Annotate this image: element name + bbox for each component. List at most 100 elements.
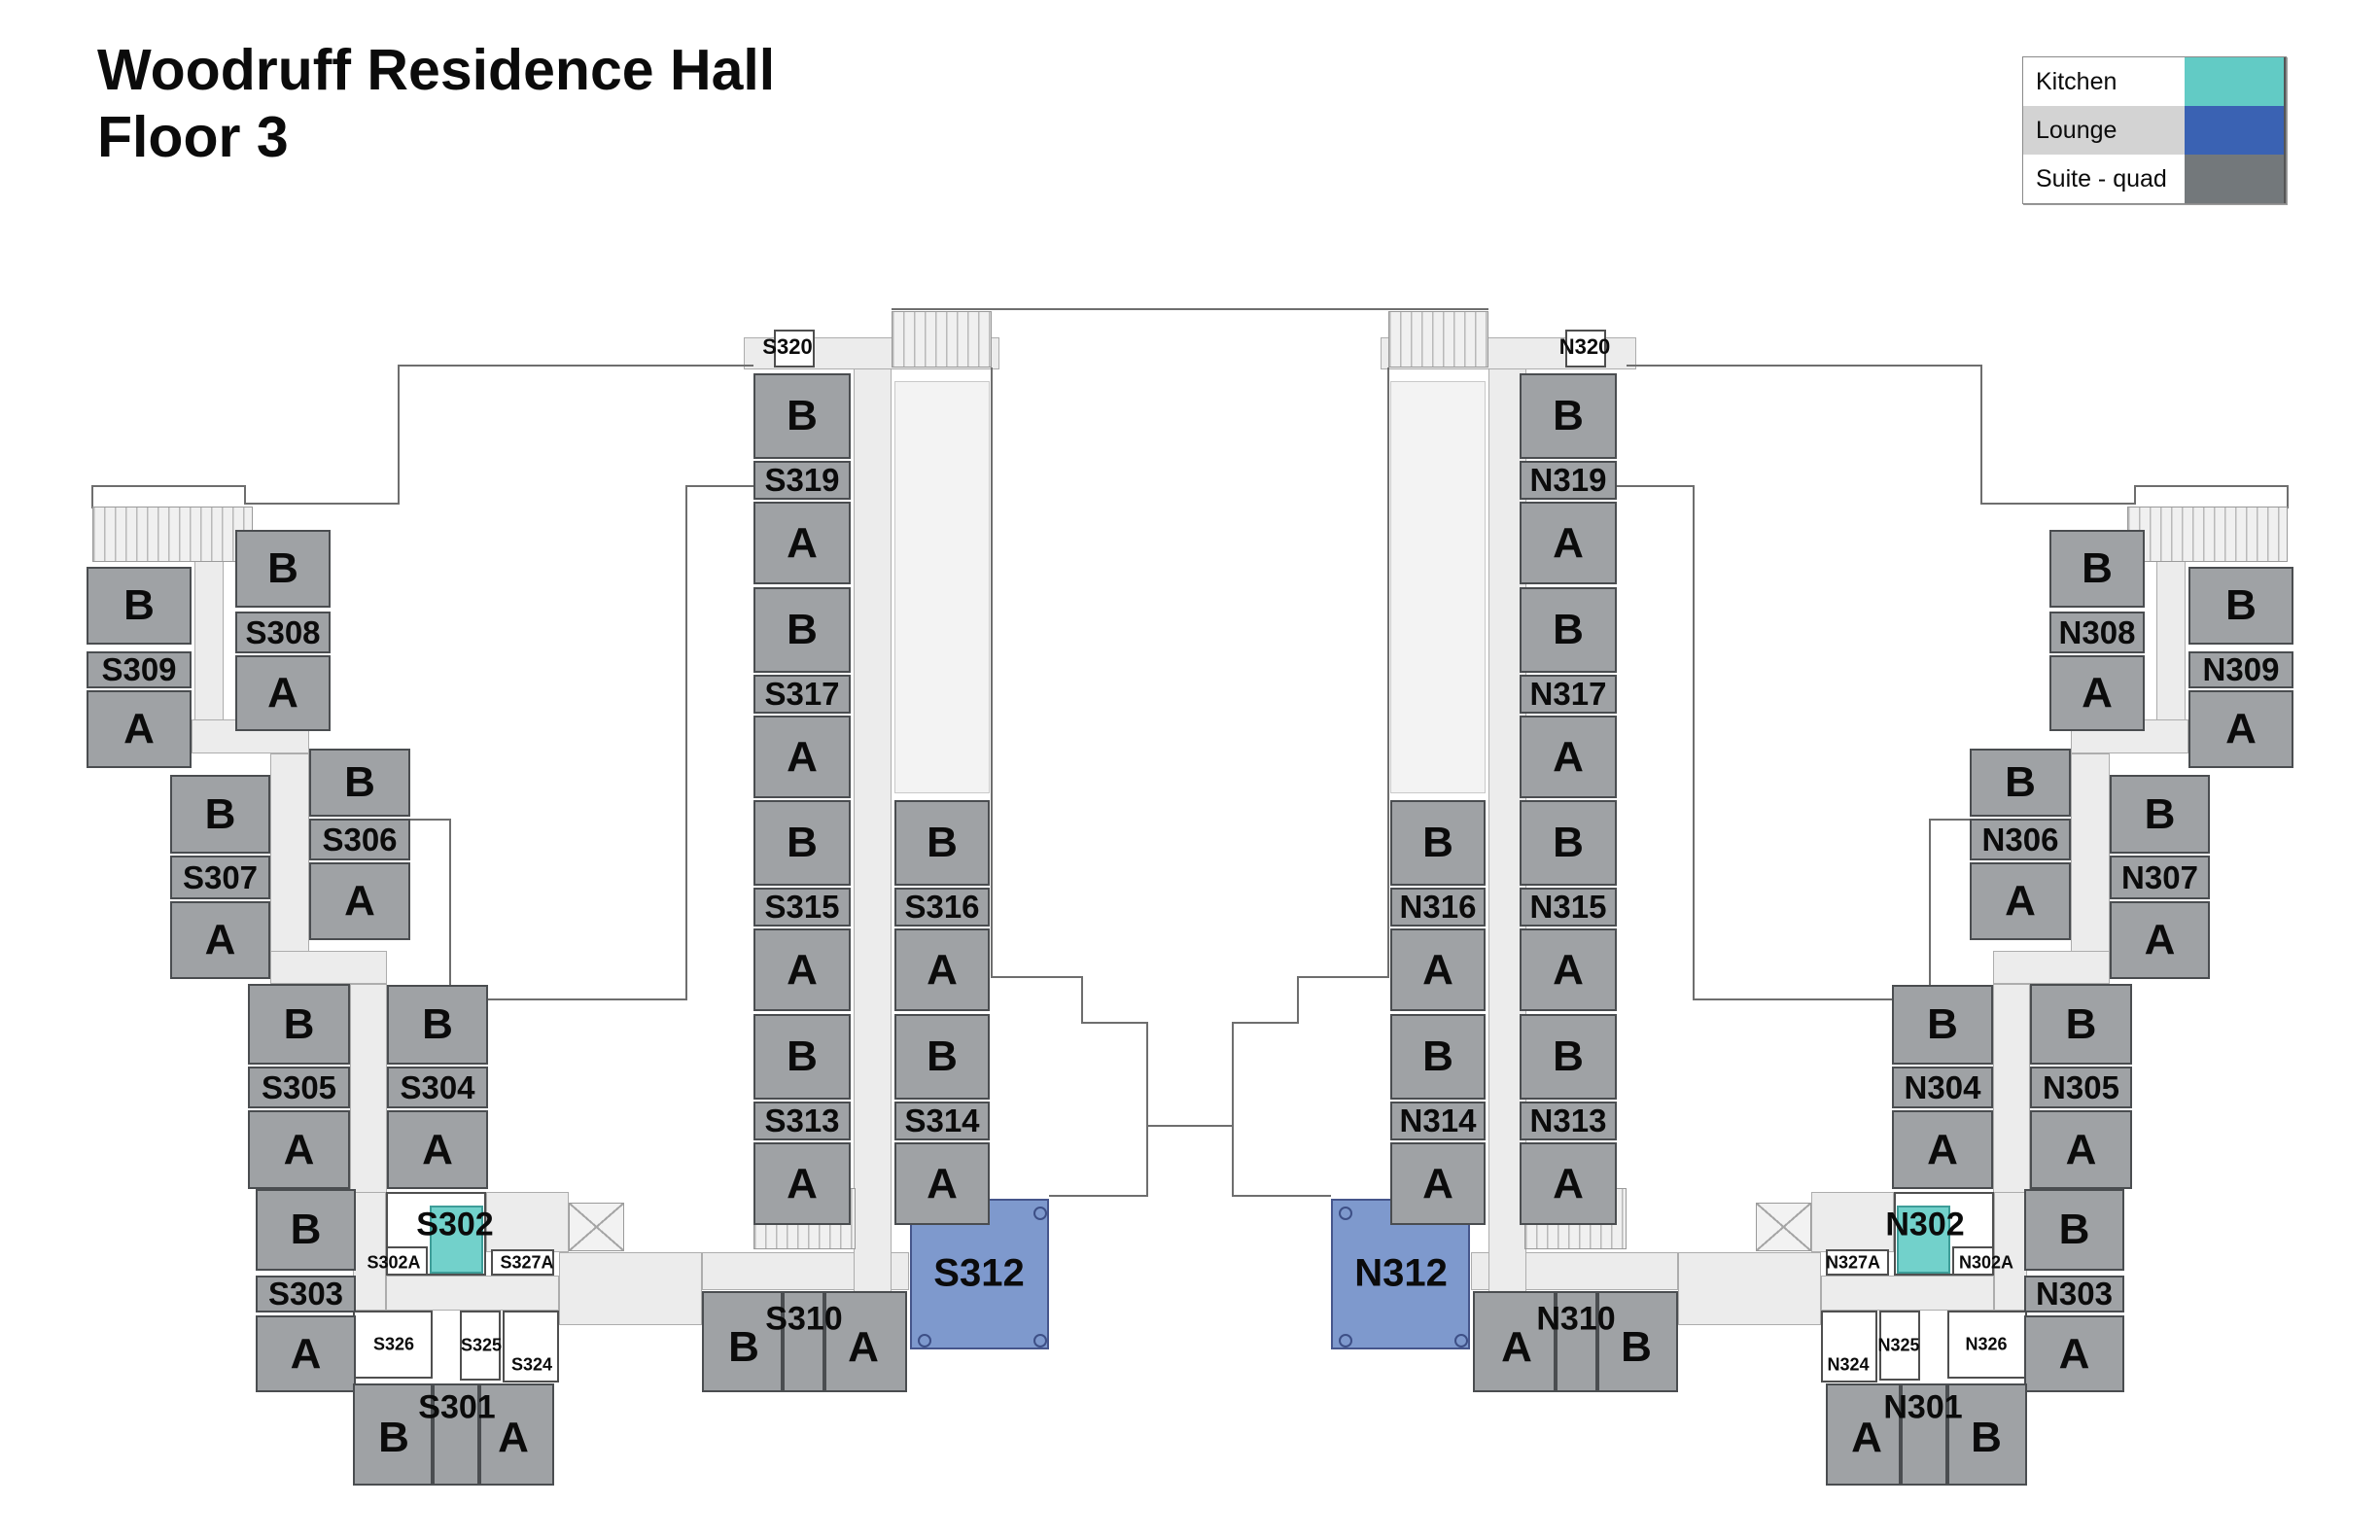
room-S316-B: B [894, 800, 990, 886]
room-N306-A: A [1970, 862, 2071, 940]
label-S312: S312 [933, 1251, 1025, 1295]
suite-label-N313: N313 [1520, 1102, 1617, 1140]
room-N304-B: B [1892, 985, 1993, 1065]
room-S310-core [783, 1291, 824, 1392]
room-N316-B: B [1390, 800, 1486, 886]
room-S316-A: A [894, 928, 990, 1011]
room-S315-B: B [753, 800, 851, 886]
label-S327A: S327A [500, 1252, 554, 1273]
room-N314-A: A [1390, 1142, 1486, 1225]
suite-label-S308: S308 [235, 612, 331, 653]
room-S309-B: B [87, 567, 192, 645]
suite-label-S314: S314 [894, 1102, 990, 1140]
room-S308-A: A [235, 655, 331, 731]
room-N305-B: B [2030, 984, 2132, 1065]
corridor-sw-5 [350, 984, 387, 1194]
label-N302: N302 [1885, 1206, 1965, 1243]
room-N303-B: B [2024, 1189, 2124, 1271]
room-S319-B: B [753, 373, 851, 459]
room-N315-A: A [1520, 928, 1617, 1011]
room-S302 [430, 1206, 483, 1274]
room-S324 [503, 1311, 559, 1382]
room-N313-A: A [1520, 1142, 1617, 1225]
label-N301: N301 [1883, 1388, 1963, 1426]
room-S301-core [433, 1383, 479, 1486]
room-S309-A: A [87, 690, 192, 768]
corridor-sw-6 [353, 1192, 386, 1311]
room-N315-B: B [1520, 800, 1617, 886]
suite-label-S315: S315 [753, 888, 851, 927]
label-S301: S301 [418, 1388, 496, 1426]
room-S310-A [824, 1291, 907, 1392]
column-dot [1033, 1207, 1047, 1220]
room-N307-A: A [2110, 901, 2210, 979]
label-S302A: S302A [367, 1252, 421, 1273]
stair-n-top [1388, 311, 1488, 368]
room-S305-A: A [248, 1110, 350, 1189]
room-N313-B: B [1520, 1014, 1617, 1100]
legend-row-0: Kitchen [2023, 57, 2286, 106]
suite-label-N316: N316 [1390, 888, 1486, 927]
room-N301-A [1826, 1383, 1901, 1486]
room-S314-B: B [894, 1014, 990, 1100]
title-line1: Woodruff Residence Hall [97, 38, 776, 102]
title-line2: Floor 3 [97, 105, 289, 170]
suite-label-S305: S305 [248, 1067, 350, 1108]
corridor-sw-4 [270, 951, 387, 984]
room-S306-A: A [309, 862, 410, 940]
corridor-sw-7 [486, 1192, 569, 1252]
outline-n-wing-inner [1617, 485, 1970, 1000]
room-S303-B: B [256, 1189, 356, 1271]
room-N302 [1897, 1206, 1950, 1274]
suite-label-S304: S304 [387, 1067, 488, 1108]
stair-s-top [892, 311, 992, 368]
outline-s-lounge-frame [1049, 1126, 1148, 1197]
room-S317-B: B [753, 587, 851, 673]
label-N324: N324 [1827, 1354, 1870, 1375]
stair-sw-entrance [92, 507, 253, 562]
room-S325 [460, 1311, 501, 1381]
room-letter-A: A [1851, 1414, 1882, 1461]
outline-s-wing-inner [410, 485, 753, 1000]
corridor-ne-4 [1993, 951, 2110, 984]
suite-label-S303: S303 [256, 1276, 356, 1312]
legend-label-1: Lounge [2023, 106, 2185, 155]
legend-swatch-2 [2185, 155, 2286, 203]
corridor-sw-3 [270, 753, 309, 982]
corridor-s-main-a [559, 1252, 702, 1325]
room-S313-B: B [753, 1014, 851, 1100]
room-S313-A: A [753, 1142, 851, 1225]
balcony-n [1390, 381, 1486, 793]
suite-label-S317: S317 [753, 675, 851, 714]
corridor-s-center [854, 350, 892, 1298]
legend-swatch-1 [2185, 106, 2286, 155]
label-N327A: N327A [1825, 1252, 1881, 1273]
room-S305-B: B [248, 984, 350, 1065]
suite-label-N309: N309 [2188, 651, 2293, 688]
room-S304-B: B [387, 985, 488, 1065]
suite-label-N306: N306 [1970, 819, 2071, 860]
room-N301-core [1901, 1383, 1947, 1486]
column-dot [1033, 1334, 1047, 1348]
legend-row-1: Lounge [2023, 106, 2286, 155]
room-N303-A: A [2024, 1315, 2124, 1392]
page-title: Woodruff Residence Hall Floor 3 [97, 37, 775, 171]
room-S317-A: A [753, 716, 851, 798]
room-S301-A [479, 1383, 554, 1486]
suite-label-S316: S316 [894, 888, 990, 927]
legend-label-2: Suite - quad [2023, 155, 2185, 203]
label-S326: S326 [372, 1334, 415, 1354]
room-letter-B: B [1621, 1323, 1652, 1371]
room-S327A [491, 1249, 554, 1276]
room-S303-A: A [256, 1315, 356, 1392]
stair-ne-entrance [2127, 507, 2288, 562]
room-N327A [1826, 1249, 1889, 1276]
corridor-sw-8 [386, 1276, 559, 1311]
label-N312: N312 [1354, 1251, 1448, 1295]
elevator-n [1756, 1203, 1811, 1251]
label-N302A: N302A [1958, 1252, 2014, 1273]
room-N309-A: A [2188, 690, 2293, 768]
room-letter-B: B [728, 1323, 759, 1371]
